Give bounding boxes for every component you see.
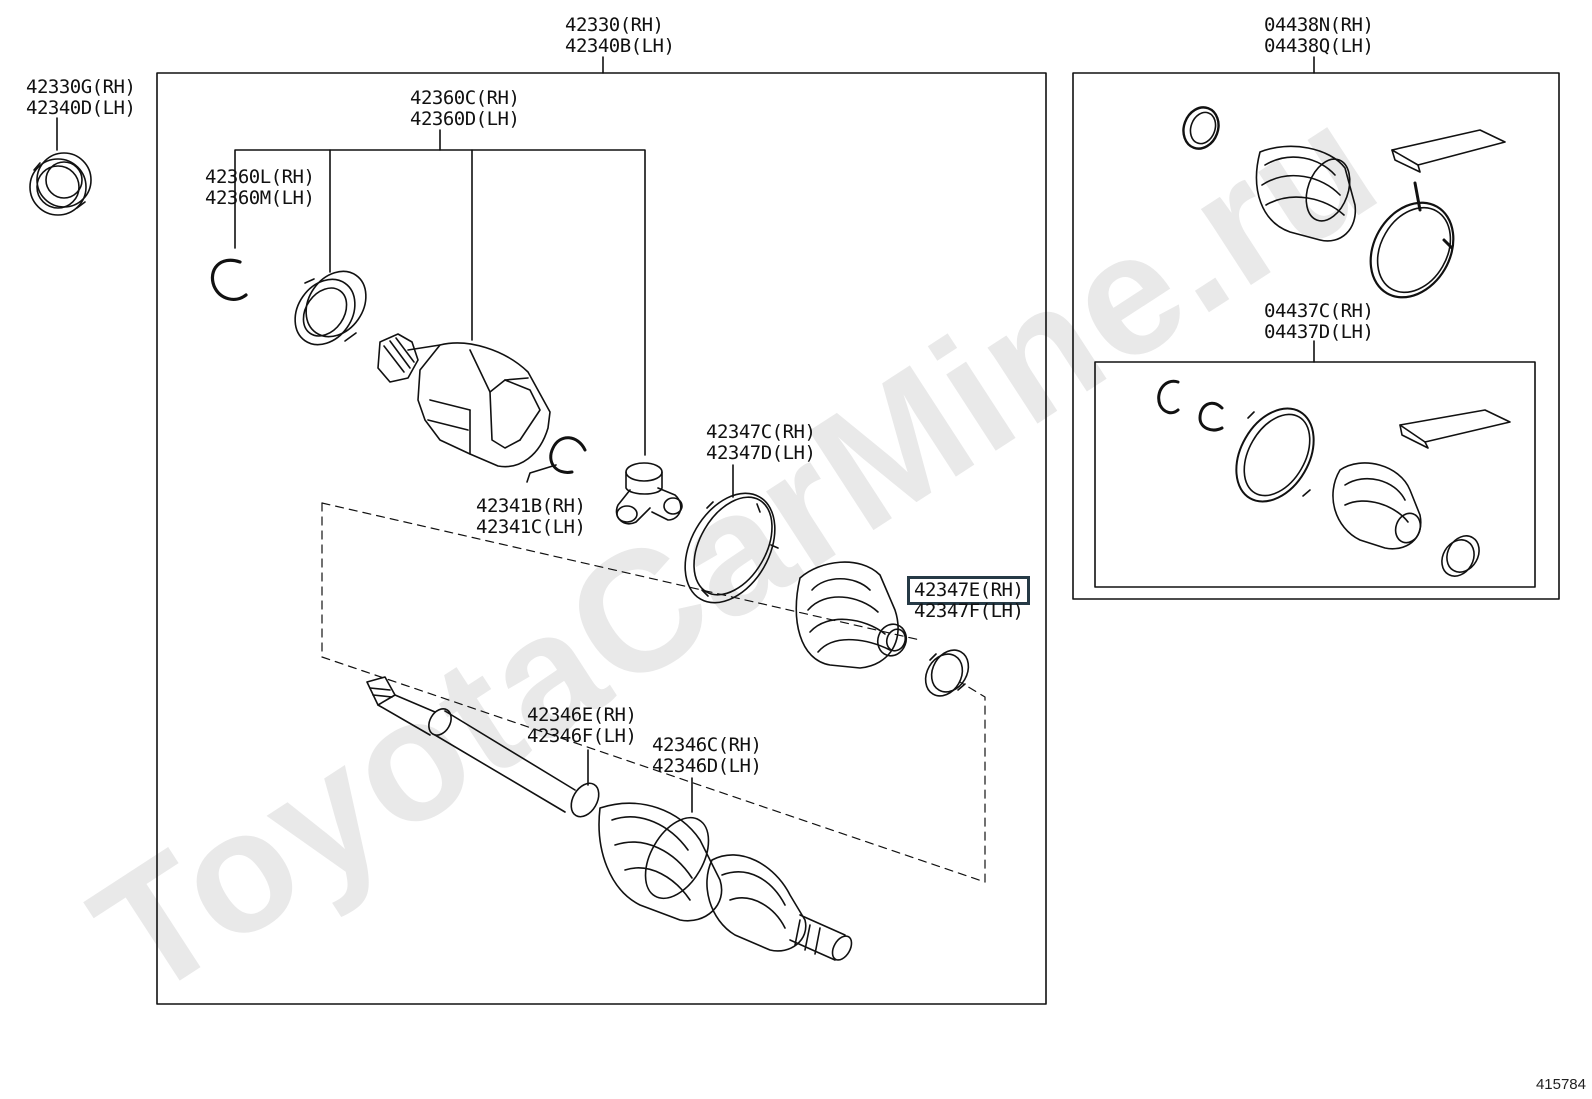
outer-boot-part bbox=[795, 561, 908, 669]
label-boot-kit-outer[interactable]: 04437C(RH) 04437D(LH) bbox=[1264, 300, 1374, 343]
boot-kit-inner-frame bbox=[1072, 72, 1560, 600]
label-hub-seal[interactable]: 42330G(RH) 42340D(LH) bbox=[26, 76, 136, 119]
label-inner-snap[interactable]: 42341B(RH) 42341C(LH) bbox=[476, 495, 586, 538]
inner-snap-ring-part bbox=[549, 436, 587, 474]
main-assembly-frame bbox=[156, 72, 1047, 1005]
label-assy-main[interactable]: 42330(RH) 42340B(LH) bbox=[565, 14, 675, 57]
label-inner-joint[interactable]: 42360C(RH) 42360D(LH) bbox=[410, 87, 520, 130]
label-inner-band[interactable]: 42347C(RH) 42347D(LH) bbox=[706, 421, 816, 464]
inner-joint-housing-part bbox=[377, 333, 551, 468]
inner-boot-band-part bbox=[684, 492, 779, 604]
inner-seal-part bbox=[294, 270, 367, 346]
boot-kit-outer-frame bbox=[1094, 361, 1536, 588]
boot-kit-inner-contents bbox=[1182, 106, 1506, 299]
label-outer-band[interactable]: 42347E(RH) 42347F(LH) bbox=[907, 576, 1031, 622]
diagram-number: 415784 bbox=[1535, 1076, 1586, 1093]
hub-seal-part bbox=[29, 152, 92, 216]
label-boot-kit-inner[interactable]: 04438N(RH) 04438Q(LH) bbox=[1264, 14, 1374, 57]
outer-band-part bbox=[924, 649, 970, 697]
tripod-part bbox=[615, 462, 683, 525]
boot-kit-outer-contents bbox=[1157, 379, 1511, 577]
label-outer-joint[interactable]: 42346E(RH) 42346F(LH) bbox=[527, 704, 637, 747]
inner-c-clip-part bbox=[210, 258, 248, 301]
label-inner-clip[interactable]: 42360L(RH) 42360M(LH) bbox=[205, 166, 315, 209]
highlighted-part-number[interactable]: 42347E(RH) bbox=[907, 576, 1031, 605]
drive-shaft-part bbox=[366, 676, 853, 961]
label-outer-clip[interactable]: 42346C(RH) 42346D(LH) bbox=[652, 734, 762, 777]
